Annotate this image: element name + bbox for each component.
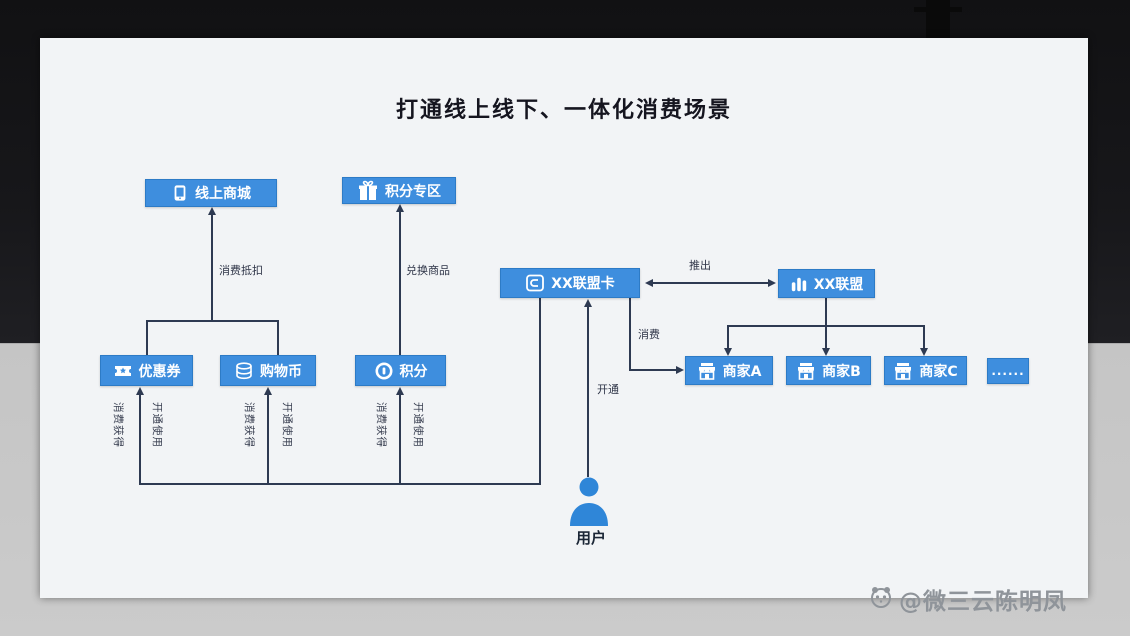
node-merchant-b: 商家B: [786, 356, 871, 385]
background-tower-arm: [914, 7, 962, 12]
node-online-mall: 线上商城: [145, 179, 277, 207]
vlabel-coin-earn: 消费获得: [243, 402, 255, 448]
edge-label-activate: 开通: [597, 383, 619, 396]
watermark-text: @微三云陈明凤: [899, 589, 1067, 615]
edge-label-deduct: 消费抵扣: [219, 264, 263, 277]
arrowhead-consume: [676, 366, 684, 374]
ring-icon: [374, 361, 394, 381]
connector-bottom-horizontal: [139, 483, 541, 485]
node-shopping-coin: 购物币: [220, 355, 316, 386]
watermark: @微三云陈明凤: [868, 582, 1067, 616]
arrowhead-to-merchant-c: [920, 348, 928, 356]
slide-panel: [40, 38, 1088, 598]
arrowhead-to-points: [396, 387, 404, 395]
bar-chart-icon: [790, 275, 808, 293]
tablet-icon: [171, 184, 189, 202]
arrowhead-to-coin: [264, 387, 272, 395]
gift-icon: [357, 180, 379, 202]
background-tower-silhouette: [926, 0, 950, 38]
vlabel-coupon-use: 开通使用: [151, 402, 163, 448]
node-label: 商家C: [919, 363, 958, 380]
connector-coupon-up: [146, 321, 148, 355]
connector-coin-bottom: [267, 393, 269, 483]
node-label: 优惠券: [138, 363, 181, 380]
connector-merchant-c-down: [923, 326, 925, 348]
coins-icon: [234, 361, 254, 381]
edge-label-exchange: 兑换商品: [406, 264, 450, 277]
shop-icon: [796, 361, 816, 381]
vlabel-coin-use: 开通使用: [281, 402, 293, 448]
panda-logo-icon: [868, 584, 894, 614]
node-label: 购物币: [260, 363, 302, 380]
arrowhead-activate: [584, 299, 592, 307]
connector-merchant-a-down: [727, 326, 729, 348]
shop-icon: [697, 361, 717, 381]
connector-activate: [587, 305, 589, 477]
node-points: 积分: [355, 355, 446, 386]
connector-launch: [651, 282, 769, 284]
user-label: 用户: [575, 529, 606, 547]
node-coupon: 优惠券: [100, 355, 193, 386]
connector-points-zone: [399, 209, 401, 355]
arrowhead-to-online-mall: [208, 207, 216, 215]
arrowhead-to-coupon: [136, 387, 144, 395]
node-label: 商家A: [722, 363, 762, 380]
node-label: 线上商城: [195, 186, 251, 202]
connector-merchant-b-down: [825, 326, 827, 348]
connector-card-down: [539, 298, 541, 485]
node-alliance: XX联盟: [778, 269, 875, 298]
node-label: ......: [991, 364, 1025, 378]
card-icon: [525, 273, 545, 293]
shop-icon: [893, 361, 913, 381]
node-label: XX联盟卡: [551, 276, 615, 292]
node-merchant-a: 商家A: [685, 356, 773, 385]
vlabel-coupon-earn: 消费获得: [112, 402, 124, 448]
arrowhead-to-alliance: [768, 279, 776, 287]
node-points-zone: 积分专区: [342, 177, 456, 204]
arrowhead-to-alliance-card: [645, 279, 653, 287]
node-alliance-card: XX联盟卡: [500, 268, 640, 298]
slide-title: 打通线上线下、一体化消费场景: [395, 98, 732, 123]
ticket-icon: [113, 361, 133, 381]
connector-points-bottom: [399, 393, 401, 483]
connector-coupon-bottom: [139, 393, 141, 483]
node-label: 积分专区: [385, 183, 441, 200]
person-icon: [566, 476, 612, 530]
connector-alliance-down: [825, 298, 827, 326]
vlabel-points-use: 开通使用: [412, 402, 424, 448]
edge-label-launch: 推出: [689, 259, 711, 272]
node-label: XX联盟: [813, 276, 864, 293]
arrowhead-to-merchant-b: [822, 348, 830, 356]
node-merchant-c: 商家C: [884, 356, 967, 385]
edge-label-consume: 消费: [638, 328, 660, 341]
connector-coin-up: [277, 321, 279, 355]
connector-consume-horizontal: [629, 369, 676, 371]
connector-online-mall-vertical: [211, 212, 213, 322]
node-merchant-more: ......: [987, 358, 1029, 384]
connector-consume-vertical: [629, 298, 631, 371]
connector-online-mall-horizontal: [146, 320, 279, 322]
vlabel-points-earn: 消费获得: [375, 402, 387, 448]
arrowhead-to-points-zone: [396, 204, 404, 212]
node-label: 商家B: [822, 363, 861, 380]
node-label: 积分: [399, 363, 428, 380]
arrowhead-to-merchant-a: [724, 348, 732, 356]
